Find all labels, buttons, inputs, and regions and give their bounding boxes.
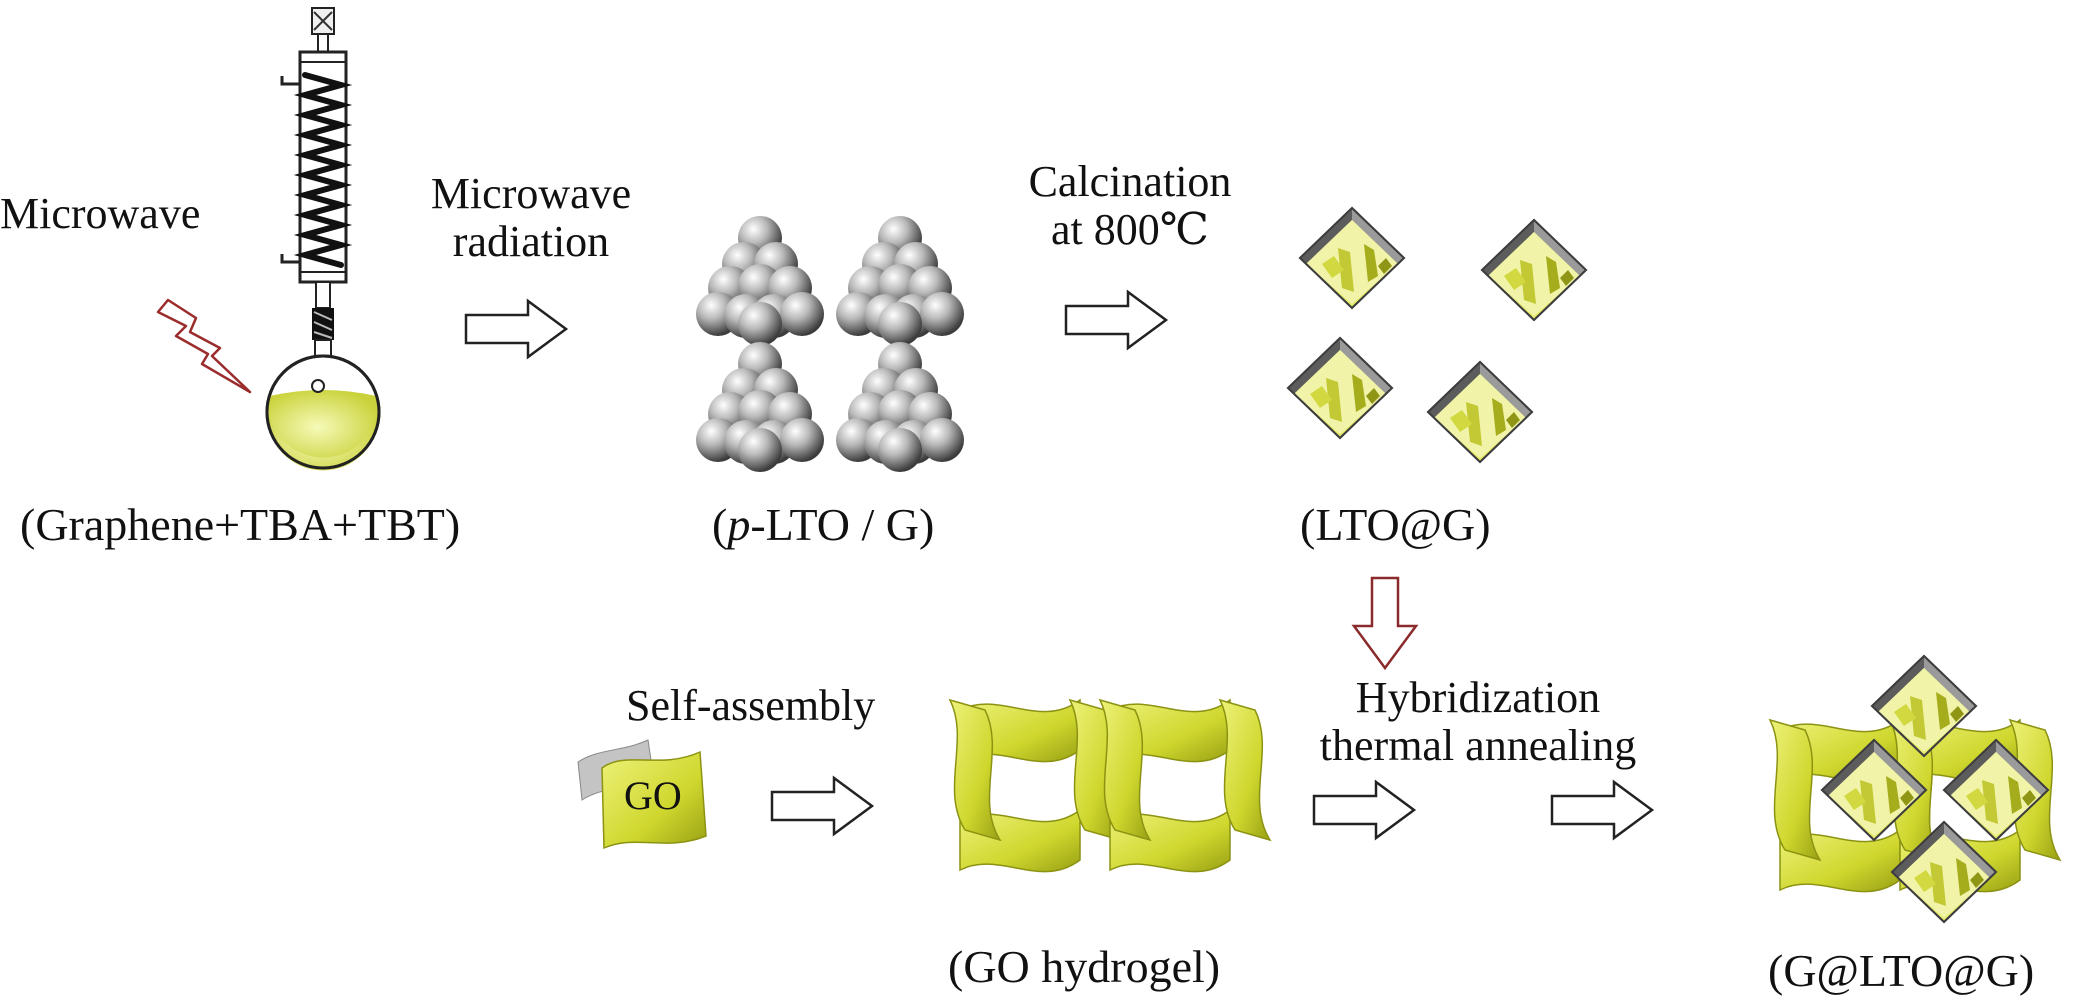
label-self-assembly: Self-assembly (626, 681, 876, 730)
label-hybridization-line1: Hybridization (1355, 673, 1601, 722)
go-sheet (577, 739, 707, 850)
label-p-lto-rest: -LTO / G) (750, 499, 935, 550)
arrow-annealing (1550, 780, 1654, 840)
p-lto-g-spheres (696, 216, 964, 472)
go-hydrogel-network (949, 699, 1271, 873)
label-hybridization: Hybridization thermal annealing (1318, 673, 1638, 771)
label-microwave-radiation: Microwave radiation (418, 169, 644, 267)
label-microwave-radiation-line2: radiation (452, 217, 610, 267)
label-g-lto-g: (G@LTO@G) (1768, 945, 2035, 996)
arrow-calcination (1064, 290, 1168, 350)
label-microwave-radiation-line1: Microwave (430, 169, 632, 218)
label-go-sheet: GO (624, 773, 682, 818)
label-lto-g: (LTO@G) (1300, 499, 1491, 550)
label-precursor: (Graphene+TBA+TBT) (20, 499, 461, 550)
lightning-bolt-icon (156, 298, 252, 394)
label-go-hydrogel: (GO hydrogel) (948, 941, 1221, 992)
label-calcination-line1: Calcination (1028, 157, 1232, 206)
label-calcination: Calcination at 800℃ (1010, 157, 1250, 255)
label-p-lto-g: (p-LTO / G) (712, 499, 935, 550)
g-lto-g-composite (1769, 655, 2061, 923)
reflux-condenser (265, 7, 381, 471)
arrow-microwave-radiation (464, 299, 568, 359)
label-hybridization-line2: thermal annealing (1319, 721, 1637, 771)
label-microwave: Microwave (0, 189, 201, 238)
label-p-lto-prefix: p (727, 499, 751, 550)
arrow-hybridization (1312, 780, 1416, 840)
label-calcination-line2: at 800℃ (1051, 205, 1209, 255)
arrow-down-to-hybridization (1351, 576, 1419, 671)
arrow-self-assembly (770, 776, 874, 836)
lto-g-cubes (1287, 207, 1587, 463)
